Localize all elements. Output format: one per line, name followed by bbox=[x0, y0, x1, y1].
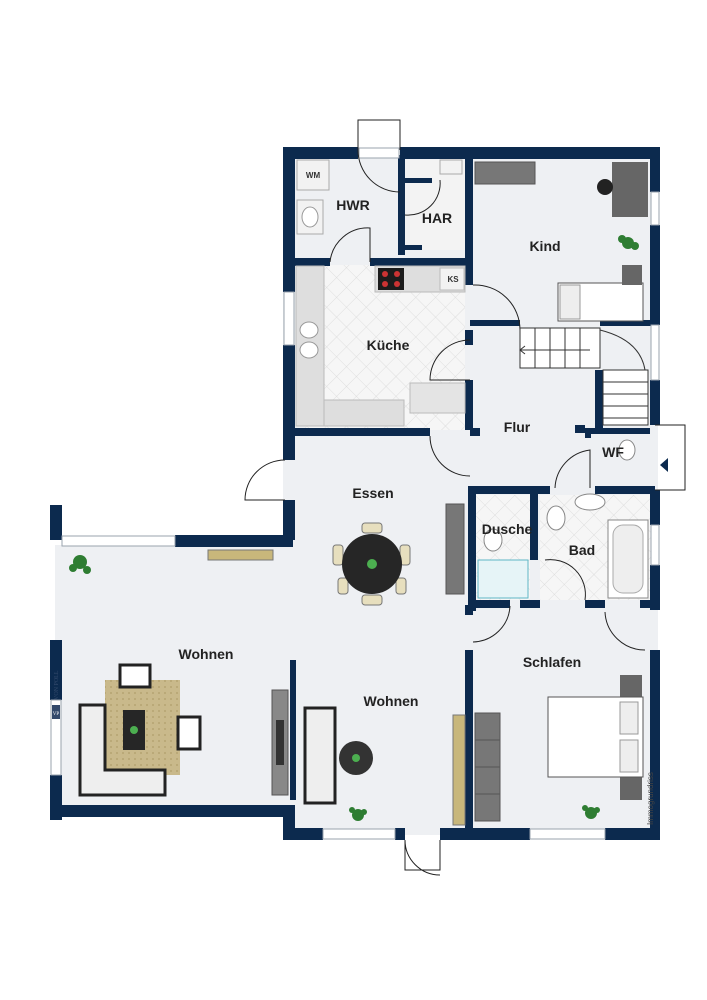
washer-icon bbox=[296, 159, 330, 191]
room-label-hwr: HWR bbox=[336, 197, 369, 213]
logo-mark: VP bbox=[53, 712, 60, 717]
room-label-kind: Kind bbox=[529, 238, 560, 254]
shower-icon bbox=[477, 559, 529, 599]
plant-icon bbox=[582, 805, 600, 819]
room-label-schlafen: Schlafen bbox=[523, 654, 581, 670]
logo: VP VON POLL bbox=[52, 670, 60, 719]
doors bbox=[244, 119, 686, 876]
staircase bbox=[519, 327, 649, 426]
bathroom-fixtures bbox=[477, 439, 649, 599]
washer-label: WM bbox=[306, 171, 321, 180]
room-label-dusche: Dusche bbox=[482, 521, 533, 537]
windows bbox=[50, 147, 660, 840]
entrance-arrow-icon bbox=[660, 458, 668, 472]
kind-furniture bbox=[474, 161, 648, 322]
room-label-har: HAR bbox=[422, 210, 452, 226]
credit-text: Immogrundriss bbox=[646, 772, 655, 825]
plant-icon bbox=[69, 555, 91, 574]
sink-icon bbox=[574, 493, 606, 511]
toilet-icon bbox=[546, 505, 566, 531]
utility-furniture bbox=[296, 159, 463, 235]
bedroom-furniture bbox=[474, 675, 644, 822]
living-furniture-left bbox=[69, 549, 274, 797]
plant-icon bbox=[618, 235, 639, 250]
room-label-wohnen-center: Wohnen bbox=[364, 693, 419, 709]
fridge-icon bbox=[439, 267, 465, 291]
room-label-wohnen-left: Wohnen bbox=[179, 646, 234, 662]
kitchen-furniture bbox=[295, 265, 466, 427]
room-label-kueche: Küche bbox=[367, 337, 410, 353]
room-label-essen: Essen bbox=[352, 485, 393, 501]
room-label-flur: Flur bbox=[504, 419, 531, 435]
room-labels: HWR HAR Kind Küche Flur WF Essen Dusche … bbox=[179, 197, 625, 709]
sofa-icon bbox=[78, 703, 167, 797]
room-label-bad: Bad bbox=[569, 542, 595, 558]
logo-text: VON POLL bbox=[54, 670, 60, 700]
cooktop-icon bbox=[378, 268, 404, 290]
plant-icon bbox=[349, 807, 367, 821]
fridge-label: KS bbox=[447, 275, 459, 284]
walls bbox=[50, 147, 660, 840]
living-furniture-center bbox=[271, 689, 466, 826]
chair-icon bbox=[597, 179, 613, 195]
room-label-wf: WF bbox=[602, 444, 624, 460]
dining-set bbox=[332, 503, 465, 606]
